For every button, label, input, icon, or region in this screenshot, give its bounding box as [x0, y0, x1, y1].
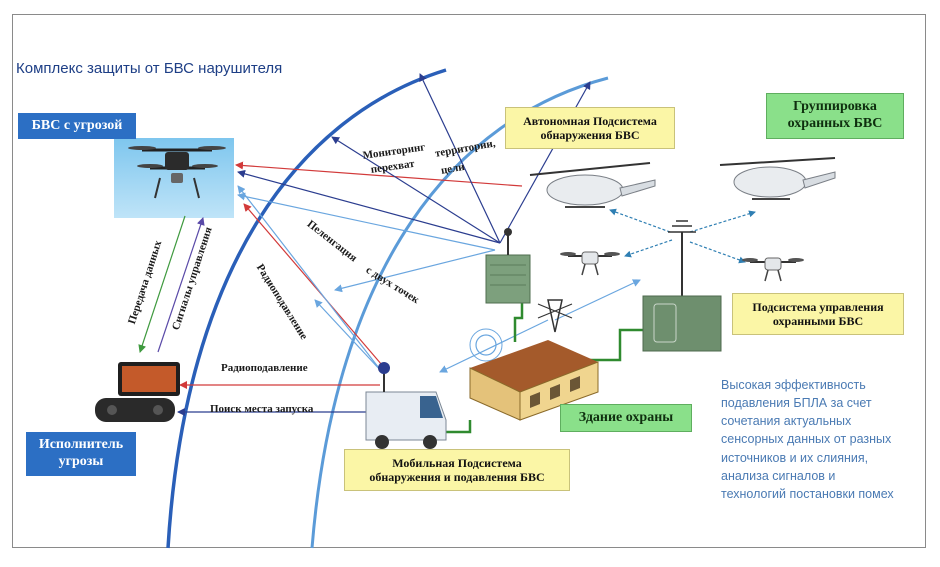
remote-controller-icon	[95, 362, 180, 422]
control-subsystem-line-1: Подсистема управления	[752, 299, 884, 314]
note-line: технологий постановки помех	[721, 486, 894, 501]
direction-finding-arrow-1	[237, 185, 383, 373]
threat-uav-box: БВС с угрозой	[18, 113, 136, 139]
guard-building-icon	[469, 340, 599, 421]
autonomous-subsystem-line-2: обнаружения БВС	[540, 128, 640, 142]
cable-van-building	[440, 420, 472, 434]
guard-link-2	[689, 210, 756, 233]
mobile-van-icon	[365, 362, 447, 449]
diagram-frame	[12, 14, 926, 548]
monitoring-arrow-1	[237, 169, 501, 244]
guard-link-4	[689, 241, 746, 264]
radio-tower-icon	[469, 299, 573, 362]
threat-operator-line-2: угрозы	[58, 454, 104, 469]
efficiency-note: Высокая эффективность подавления БПЛА за…	[721, 376, 926, 503]
threat-operator-line-1: Исполнитель	[38, 437, 124, 453]
mobile-subsystem-line-1: Мобильная Подсистема	[392, 455, 522, 470]
note-line: сенсорных данных от разных	[721, 432, 892, 447]
tower-to-antenna-arrow	[554, 279, 641, 321]
data-transfer-arrow	[138, 215, 186, 353]
diagram-title: Комплекс защиты от БВС нарушителя	[16, 60, 283, 77]
cable-cabinet-building	[590, 328, 645, 362]
control-subsystem-line-2: охранными БВС	[772, 314, 864, 328]
direction-finding-arrow-4	[334, 249, 496, 293]
control-antenna-icon	[668, 220, 696, 296]
monitoring-arrow-2	[419, 73, 501, 244]
autonomous-subsystem-box: Автономная Подсистема обнаружения БВС	[505, 107, 675, 149]
interception-arrow	[235, 161, 523, 187]
guard-uav-group-box: Группировка охранных БВС	[766, 93, 904, 139]
mobile-subsystem-line-2: обнаружения и подавления БВС	[369, 470, 545, 484]
small-quadcopter-icon	[560, 251, 620, 276]
radio-suppression-label-2: Радиоподавление	[221, 362, 308, 374]
note-line: подавления БПЛА за счет	[721, 396, 872, 411]
launch-site-search-label: Поиск места запуска	[210, 403, 314, 415]
guard-uav-group-line-2: охранных БВС	[787, 116, 883, 131]
autonomous-subsystem-line-1: Автономная Подсистема	[523, 113, 657, 128]
direction-finding-arrow-2	[314, 299, 383, 373]
guard-link-3	[624, 239, 673, 258]
guard-link-1	[609, 208, 671, 233]
control-signals-arrow	[157, 217, 205, 353]
mobile-subsystem-box: Мобильная Подсистема обнаружения и подав…	[344, 449, 570, 491]
radio-suppression-arrow-1	[243, 203, 383, 366]
quadcopter-threat-icon	[128, 146, 226, 199]
threat-operator-box: Исполнитель угрозы	[26, 432, 136, 476]
guard-building-box: Здание охраны	[560, 404, 692, 432]
note-line: Высокая эффективность	[721, 378, 866, 392]
control-cabinet-icon	[642, 295, 722, 352]
note-line: анализа сигналов и	[721, 468, 836, 483]
note-line: сочетания актуальных	[721, 414, 852, 429]
monitoring-arrow-4	[331, 136, 501, 244]
helicopter-drone-icon	[529, 162, 656, 208]
outer-zone-arc	[166, 68, 447, 549]
detection-container-icon	[485, 228, 531, 304]
inner-zone-arc	[310, 76, 609, 549]
helicopter-drone-icon	[719, 157, 836, 200]
tower-link-arrow	[439, 319, 549, 373]
small-quadcopter-icon	[742, 257, 804, 282]
guard-uav-group-line-1: Группировка	[793, 99, 877, 115]
note-line: источников и их слияния,	[721, 450, 869, 465]
direction-finding-arrow-3	[237, 192, 496, 251]
control-subsystem-box: Подсистема управления охранными БВС	[732, 293, 904, 335]
cable-container-building	[513, 298, 524, 342]
